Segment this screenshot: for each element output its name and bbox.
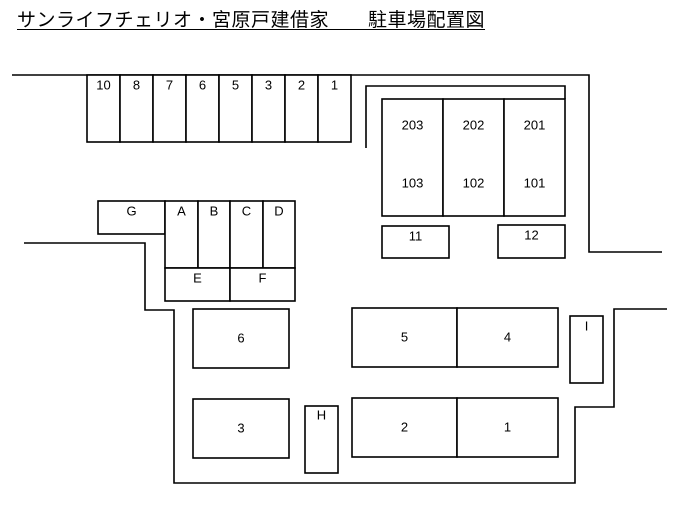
parking-space-top-7-outline [152, 74, 187, 143]
house-unit-outline [503, 98, 566, 217]
parking-space-lower-h-outline [304, 405, 339, 474]
diagram-title: サンライフチェリオ・宮原戸建借家 駐車場配置図 [17, 9, 486, 31]
house-unit-101: 201 101 [503, 98, 566, 217]
house-units-block: 203 103 202 102 201 101 [381, 98, 566, 217]
parking-space-d: D [262, 200, 296, 269]
parking-space-lower-1-label: 1 [504, 419, 511, 434]
parking-space-top-3-outline [251, 74, 286, 143]
parking-space-12-outline [497, 224, 566, 259]
parking-space-top-7: 7 [152, 74, 187, 143]
parking-space-top-6: 6 [185, 74, 220, 143]
unit-upper-label: 201 [524, 117, 546, 132]
parking-space-d-label: D [274, 203, 283, 218]
parking-space-lower-1: 1 [456, 397, 559, 458]
parking-space-g-label: G [126, 203, 136, 218]
parking-space-lower-3-label: 3 [237, 420, 244, 435]
parking-space-top-2-label: 2 [298, 77, 305, 92]
parking-space-12-label: 12 [524, 227, 538, 242]
parking-space-lower-4-label: 4 [504, 329, 511, 344]
unit-lower-label: 101 [524, 175, 546, 190]
parking-space-lower-2-label: 2 [401, 419, 408, 434]
lower-parking-area: 6 5 4 I 3 H 2 1 [192, 307, 604, 474]
parking-space-f-label: F [259, 270, 267, 285]
parking-space-top-8-label: 8 [133, 77, 140, 92]
parking-space-top-5: 5 [218, 74, 253, 143]
parking-space-lower-i-label: I [585, 318, 589, 333]
parking-space-top-1-label: 1 [331, 77, 338, 92]
unit-lower-label: 102 [463, 175, 485, 190]
parking-space-f-outline [229, 267, 296, 302]
parking-space-top-10: 10 [86, 74, 121, 143]
parking-space-lower-4: 4 [456, 307, 559, 368]
parking-space-a: A [164, 200, 199, 269]
parking-space-11-label: 11 [409, 228, 423, 243]
parking-space-top-3: 3 [251, 74, 286, 143]
parking-space-lower-1-outline [456, 397, 559, 458]
parking-space-top-5-label: 5 [232, 77, 239, 92]
parking-space-top-6-label: 6 [199, 77, 206, 92]
top-parking-row: 10 8 7 6 5 3 2 1 [86, 74, 352, 143]
parking-space-lower-3-outline [192, 398, 290, 459]
parking-space-lower-3: 3 [192, 398, 290, 459]
parking-space-lower-h: H [304, 405, 339, 474]
parking-space-g: G [97, 200, 166, 235]
house-unit-outline [381, 98, 444, 217]
parking-space-top-3-label: 3 [265, 77, 272, 92]
house-unit-outline [442, 98, 505, 217]
parking-space-11: 11 [381, 225, 450, 259]
parking-space-lower-5-outline [351, 307, 458, 368]
house-unit-102: 202 102 [442, 98, 505, 217]
left-parking-cluster: G A B C D E F [97, 200, 296, 302]
unit-upper-label: 203 [402, 117, 424, 132]
parking-space-b: B [197, 200, 231, 269]
parking-space-lower-6: 6 [192, 308, 290, 369]
parking-space-g-outline [97, 200, 166, 235]
parking-space-lower-h-label: H [317, 407, 326, 422]
parking-space-c: C [229, 200, 264, 269]
parking-space-f: F [229, 267, 296, 302]
parking-space-lower-6-outline [192, 308, 290, 369]
parking-space-lower-i: I [569, 315, 604, 384]
parking-space-top-2: 2 [284, 74, 319, 143]
parking-space-lower-5: 5 [351, 307, 458, 368]
parking-space-12: 12 [497, 224, 566, 259]
parking-space-top-1: 1 [317, 74, 352, 143]
small-parking-spaces: 11 12 [381, 224, 566, 259]
parking-space-a-label: A [177, 203, 186, 218]
parking-space-b-outline [197, 200, 231, 269]
parking-space-top-1-outline [317, 74, 352, 143]
parking-space-top-7-label: 7 [166, 77, 173, 92]
parking-space-top-5-outline [218, 74, 253, 143]
parking-space-lower-5-label: 5 [401, 329, 408, 344]
parking-space-top-8: 8 [119, 74, 154, 143]
parking-space-lower-4-outline [456, 307, 559, 368]
house-unit-103: 203 103 [381, 98, 444, 217]
parking-space-lower-i-outline [569, 315, 604, 384]
unit-lower-label: 103 [402, 175, 424, 190]
unit-upper-label: 202 [463, 117, 485, 132]
parking-space-e-outline [164, 267, 231, 302]
parking-space-e: E [164, 267, 231, 302]
parking-space-top-10-label: 10 [96, 77, 110, 92]
parking-space-lower-2: 2 [351, 397, 458, 458]
parking-space-top-8-outline [119, 74, 154, 143]
parking-space-c-label: C [242, 203, 251, 218]
parking-space-11-outline [381, 225, 450, 259]
building-outline [365, 85, 566, 148]
parking-space-e-label: E [193, 270, 202, 285]
left-boundary [24, 242, 667, 484]
parking-space-lower-6-label: 6 [237, 330, 244, 345]
parking-space-top-2-outline [284, 74, 319, 143]
parking-space-b-label: B [210, 203, 219, 218]
